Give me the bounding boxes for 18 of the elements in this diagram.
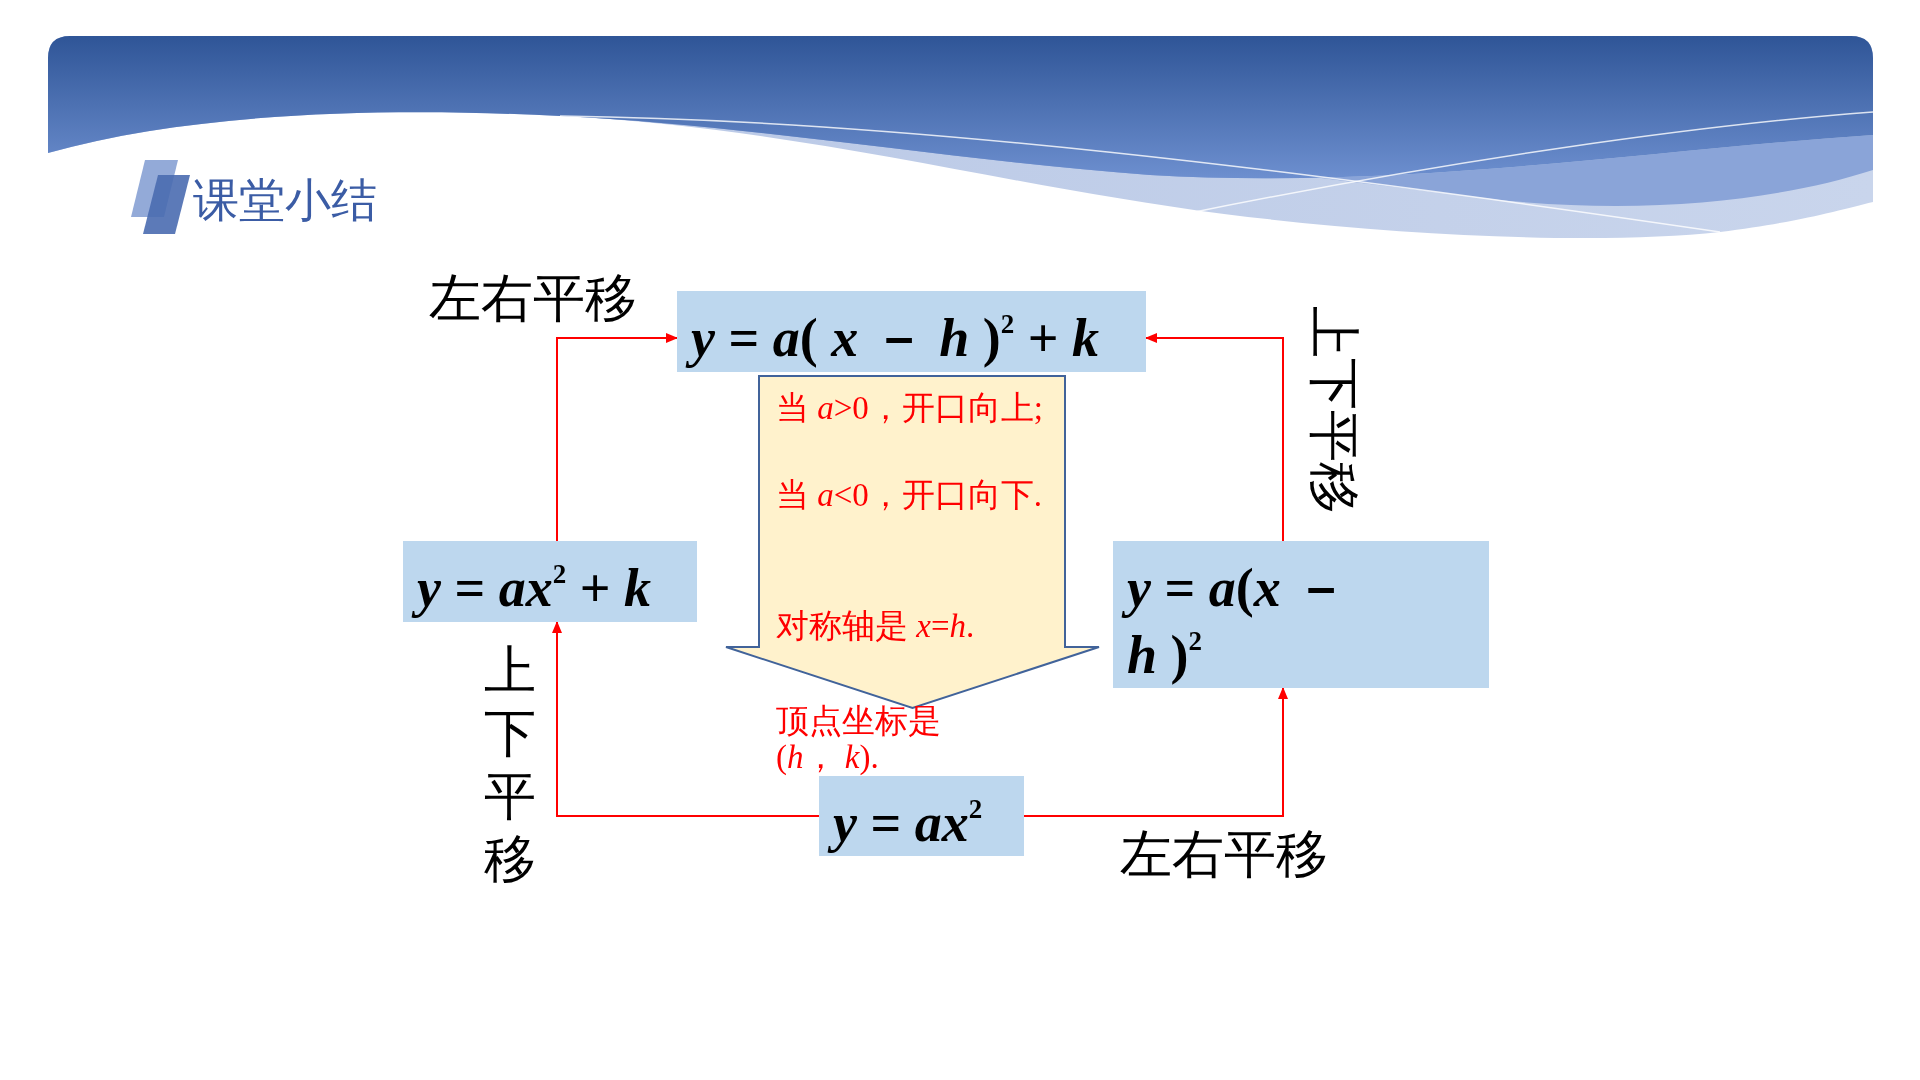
block-arrow (725, 375, 1100, 776)
connector-arrow (1145, 333, 1284, 542)
note-text: 当 a<0，开口向下. (776, 476, 1044, 515)
edge-label: 上下平移 (484, 639, 537, 891)
edge-label: 左右平移 (1120, 824, 1328, 884)
formula-box: y = a( x － h )$^{2}$ + k (677, 291, 1146, 372)
note-text: 对称轴是 x=h. (776, 607, 976, 646)
formula-box: y = a(x － h )$^{2}$ (1113, 541, 1489, 688)
edge-label: 左右平移 (429, 268, 637, 328)
note-text: 顶点坐标是(h， k). (776, 703, 942, 775)
connector-arrow (556, 333, 678, 542)
formula-box: y = ax$^{2}$ (819, 776, 1024, 856)
connector-arrow (552, 621, 820, 817)
note-text: 当 a>0，开口向上; (776, 389, 1045, 428)
title: 课堂小结 (193, 172, 377, 228)
edge-label: 上下平移 (1306, 306, 1362, 514)
formula-box: y = ax$^{2}$ + k (403, 541, 697, 622)
connector-arrow (1023, 687, 1288, 817)
